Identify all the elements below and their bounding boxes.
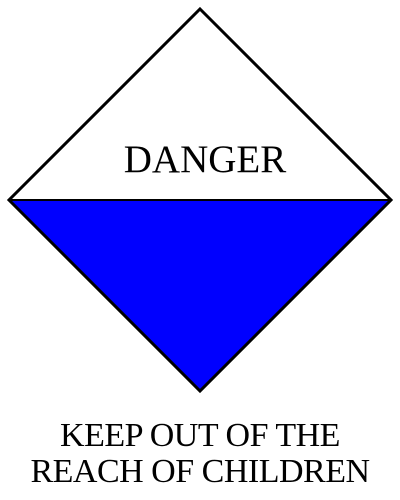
danger-diamond-sign: DANGER (6, 6, 394, 394)
diamond-upper-white-half (9, 9, 391, 200)
diamond-lower-blue-half (9, 200, 391, 391)
danger-label: DANGER (124, 138, 287, 181)
caption-line-1: KEEP OUT OF THE (60, 417, 340, 454)
caption-line-2: REACH OF CHILDREN (30, 453, 370, 490)
warning-caption: KEEP OUT OF THE REACH OF CHILDREN (0, 418, 400, 490)
diamond-outline (6, 6, 394, 394)
